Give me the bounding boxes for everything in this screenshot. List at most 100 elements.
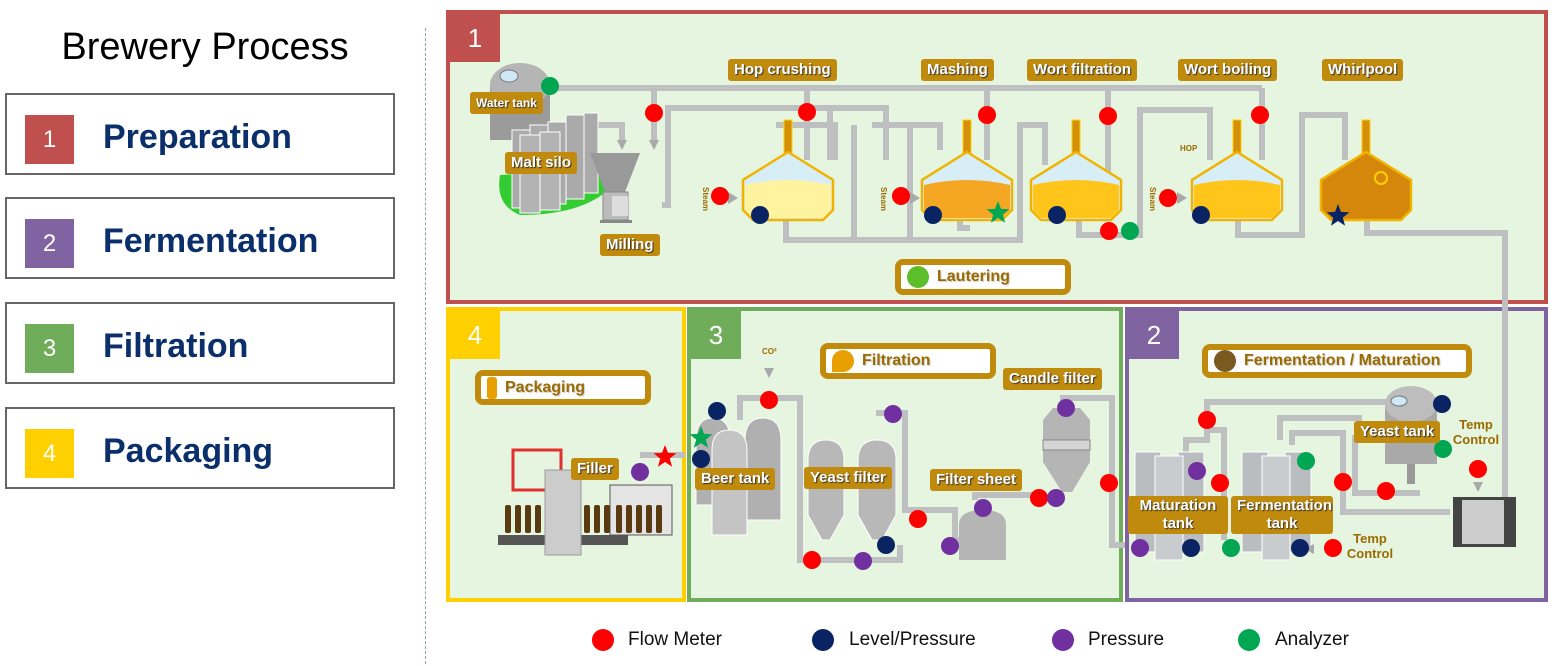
- analyzer-icon[interactable]: [1297, 452, 1315, 470]
- flow-meter-icon[interactable]: [1100, 222, 1118, 240]
- pressure-sensor-icon[interactable]: [974, 499, 992, 517]
- pressure-sensor-icon[interactable]: [884, 405, 902, 423]
- label-hop-crushing: Hop crushing: [728, 59, 837, 81]
- legend-pressure: Pressure: [1088, 629, 1165, 650]
- arrows: [617, 140, 1187, 204]
- analyzer-star-icon[interactable]: [986, 201, 1010, 223]
- label-whirlpool: Whirlpool: [1322, 59, 1404, 81]
- legend-analyzer: Analyzer: [1275, 629, 1349, 650]
- fermentation-header-label: Fermentation / Maturation: [1244, 352, 1441, 369]
- flow-meter-icon[interactable]: [1159, 189, 1177, 207]
- label-yeast-filter: Yeast filter: [804, 467, 892, 489]
- level-pressure-sensor-icon[interactable]: [877, 536, 895, 554]
- analyzer-legend-icon: [1238, 629, 1260, 651]
- flow-meter-icon[interactable]: [1100, 474, 1118, 492]
- hop-crushing-kettle: [741, 119, 835, 222]
- flow-meter-icon[interactable]: [760, 391, 778, 409]
- bottle-icon: [626, 505, 632, 533]
- flow-meter-icon[interactable]: [1198, 411, 1216, 429]
- level-pressure-sensor-icon[interactable]: [1192, 206, 1210, 224]
- level-pressure-sensor-icon[interactable]: [924, 206, 942, 224]
- steam-label: Steam: [701, 187, 710, 212]
- kettles: [741, 119, 1413, 222]
- sensors: [541, 77, 1487, 570]
- section-badge: 4: [450, 311, 500, 359]
- yeast-filters: [807, 439, 897, 541]
- level-pressure-sensor-icon[interactable]: [692, 450, 710, 468]
- stage-packaging[interactable]: 4 Packaging: [5, 407, 395, 489]
- pressure-sensor-icon[interactable]: [631, 463, 649, 481]
- flow-meter-legend-icon: [592, 629, 614, 651]
- flow-meter-icon[interactable]: [645, 104, 663, 122]
- candle-filter: [1042, 408, 1091, 492]
- label-malt-silo: Malt silo: [505, 152, 578, 174]
- label-milling: Milling: [600, 234, 660, 256]
- heat-exchanger: [1304, 482, 1516, 554]
- label-candle-filter: Candle filter: [1003, 368, 1102, 390]
- analyzer-icon[interactable]: [1434, 440, 1452, 458]
- level-pressure-sensor-star-icon[interactable]: [1326, 204, 1350, 226]
- hop-label: HOP: [1180, 144, 1198, 153]
- flow-meter-icon[interactable]: [1030, 489, 1048, 507]
- level-pressure-sensor-icon[interactable]: [1048, 206, 1066, 224]
- flow-meter-star-icon[interactable]: [653, 445, 677, 467]
- stage-fermentation[interactable]: 2 Fermentation: [5, 197, 395, 279]
- bottle-icon: [505, 505, 511, 533]
- level-pressure-sensor-icon[interactable]: [1433, 395, 1451, 413]
- page-title: Brewery Process: [61, 26, 349, 68]
- stage-preparation[interactable]: 1 Preparation: [5, 93, 395, 175]
- stage-label: Packaging: [103, 432, 274, 470]
- wort-kettle: [1190, 119, 1284, 222]
- level-pressure-legend-icon: [812, 629, 834, 651]
- flow-meter-icon[interactable]: [1377, 482, 1395, 500]
- level-pressure-sensor-icon[interactable]: [1291, 539, 1309, 557]
- flow-meter-icon[interactable]: [798, 103, 816, 121]
- label-filter-sheet: Filter sheet: [930, 469, 1023, 491]
- pressure-sensor-icon[interactable]: [854, 552, 872, 570]
- label-wort-filtration: Wort filtration: [1027, 59, 1138, 81]
- bottle-icon: [515, 505, 521, 533]
- label-filler: Filler: [571, 458, 619, 480]
- analyzer-star-icon[interactable]: [689, 426, 713, 448]
- flow-meter-icon[interactable]: [1469, 460, 1487, 478]
- flow-meter-icon[interactable]: [711, 187, 729, 205]
- lautering-header: Lautering: [895, 259, 1071, 295]
- level-pressure-sensor-icon[interactable]: [708, 402, 726, 420]
- pressure-sensor-icon[interactable]: [1131, 539, 1149, 557]
- bottle-icon: [604, 505, 610, 533]
- analyzer-icon[interactable]: [541, 77, 559, 95]
- flow-meter-icon[interactable]: [1099, 107, 1117, 125]
- stage-label: Filtration: [103, 327, 249, 365]
- pressure-sensor-icon[interactable]: [941, 537, 959, 555]
- stage-label: Preparation: [103, 118, 292, 156]
- label-maturation-tank: Maturation tank: [1128, 496, 1228, 534]
- flow-meter-icon[interactable]: [803, 551, 821, 569]
- mill: [590, 153, 640, 223]
- stage-filtration[interactable]: 3 Filtration: [5, 302, 395, 384]
- co2-label: CO²: [762, 347, 777, 356]
- flow-meter-icon[interactable]: [1251, 106, 1269, 124]
- bottle-icon: [646, 505, 652, 533]
- pressure-sensor-icon[interactable]: [1057, 399, 1075, 417]
- flow-meter-icon[interactable]: [892, 187, 910, 205]
- droplets-icon: [832, 350, 854, 372]
- hops-icon: [907, 266, 929, 288]
- flow-meter-icon[interactable]: [909, 510, 927, 528]
- label-mashing: Mashing: [921, 59, 994, 81]
- pressure-sensor-icon[interactable]: [1047, 489, 1065, 507]
- flow-meter-icon[interactable]: [978, 106, 996, 124]
- label-wort-boiling: Wort boiling: [1178, 59, 1278, 81]
- legend-flow-meter: Flow Meter: [628, 629, 722, 650]
- bottle-icon: [535, 505, 541, 533]
- packaging-header-label: Packaging: [505, 378, 586, 396]
- analyzer-icon[interactable]: [1121, 222, 1139, 240]
- flow-meter-icon[interactable]: [1334, 473, 1352, 491]
- analyzer-icon[interactable]: [1222, 539, 1240, 557]
- level-pressure-sensor-icon[interactable]: [1182, 539, 1200, 557]
- level-pressure-sensor-icon[interactable]: [751, 206, 769, 224]
- flow-meter-icon[interactable]: [1324, 539, 1342, 557]
- bottle-icon: [656, 505, 662, 533]
- pressure-sensor-icon[interactable]: [1188, 462, 1206, 480]
- flow-meter-icon[interactable]: [1211, 474, 1229, 492]
